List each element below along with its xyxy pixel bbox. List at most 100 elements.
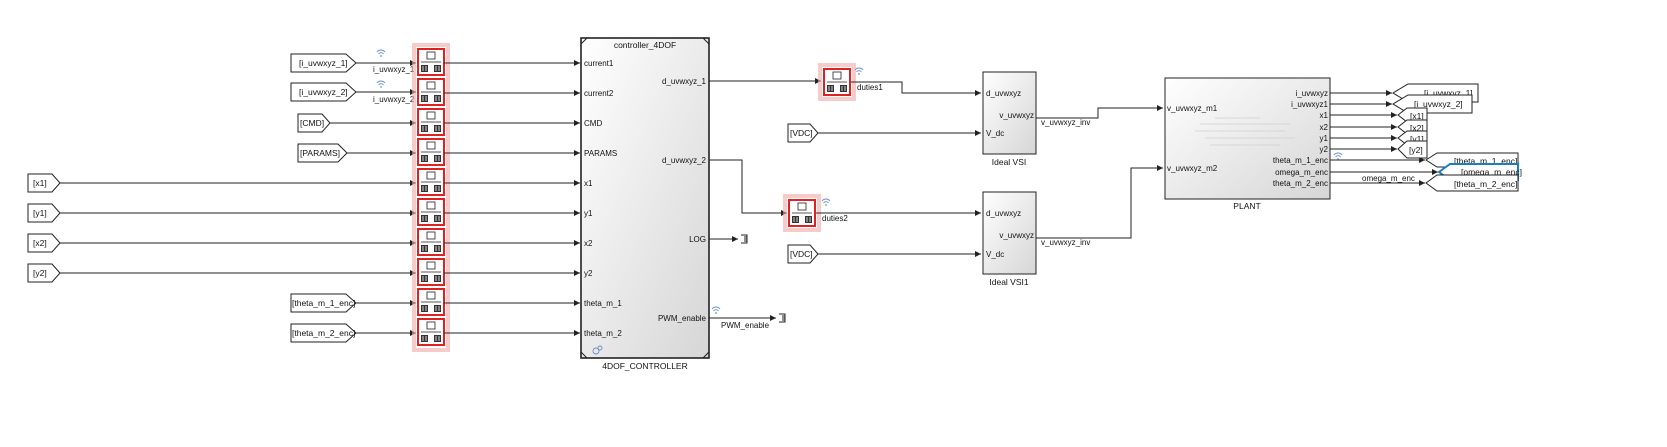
port-label: PARAMS [584, 149, 617, 158]
from-tag-label: [y1] [33, 208, 47, 218]
terminator-log[interactable] [741, 234, 748, 244]
signal-label-v-uvwxyz-inv: v_uvwxyz_inv [1041, 118, 1090, 127]
rate-transition-column[interactable] [412, 43, 450, 352]
plant-internal-preview [1195, 117, 1295, 146]
ideal-vsi1-block[interactable]: d_uvwxyz V_dc v_uvwxyz [982, 191, 1037, 275]
port-label: v_uvwxyz [999, 111, 1034, 120]
signal-label-omega-m-enc: omega_m_enc [1362, 174, 1415, 183]
from-tag-params[interactable]: [PARAMS] [297, 143, 348, 163]
rate-transition-duties2[interactable] [783, 194, 821, 232]
port-label: theta_m_1_enc [1273, 156, 1328, 165]
rate-transition-block[interactable] [417, 108, 445, 136]
from-tag-i-uvwxyz-2[interactable]: [i_uvwxyz_2] [290, 82, 357, 102]
port-label: current1 [584, 59, 614, 68]
wire-vinv-2 [1036, 165, 1163, 239]
from-tag-y1[interactable]: [y1] [27, 203, 61, 223]
signal-name: duties1 [857, 83, 883, 92]
port-label: current2 [584, 89, 614, 98]
wire-duties1 [851, 81, 981, 96]
signal-logging-icon [1333, 152, 1343, 161]
signal-label-v-uvwxyz-inv: v_uvwxyz_inv [1041, 238, 1090, 247]
rate-transition-block[interactable] [417, 78, 445, 106]
input-wires [60, 60, 416, 336]
wire-vinv-1 [1036, 105, 1163, 119]
ideal-vsi1-caption: Ideal VSI1 [989, 277, 1028, 287]
from-tag-label: [PARAMS] [300, 148, 340, 158]
port-label: V_dc [986, 129, 1004, 138]
port-label: x2 [1320, 123, 1329, 132]
rate-transition-block[interactable] [823, 68, 851, 96]
rate-transition-block[interactable] [417, 48, 445, 76]
signal-name: PWM_enable [721, 321, 770, 330]
from-tag-x1[interactable]: [x1] [27, 173, 61, 193]
goto-tag-label: [y1] [1410, 134, 1424, 144]
ideal-vsi-caption: Ideal VSI [992, 157, 1027, 167]
from-tag-i-uvwxyz-1[interactable]: [i_uvwxyz_1] [290, 53, 357, 73]
port-label: theta_m_1 [584, 299, 622, 308]
rate-transition-block[interactable] [417, 228, 445, 256]
rate-transition-block[interactable] [788, 199, 816, 227]
from-tag-label: [i_uvwxyz_1] [299, 58, 348, 68]
from-tag-theta-m-1-enc[interactable]: [theta_m_1_enc] [290, 293, 357, 313]
goto-tag-label: [x2] [1410, 123, 1424, 133]
from-tag-theta-m-2-enc[interactable]: [theta_m_2_enc] [290, 323, 357, 343]
rate-transition-block[interactable] [417, 168, 445, 196]
goto-tag-label: [y2] [1409, 145, 1423, 155]
port-label: i_uvwxyz1 [1291, 100, 1328, 109]
signal-label-duties1: duties1 [854, 67, 883, 92]
port-label: omega_m_enc [1275, 168, 1328, 177]
ideal-vsi-block[interactable]: d_uvwxyz V_dc v_uvwxyz [982, 71, 1037, 155]
from-tag-label: [i_uvwxyz_2] [299, 87, 348, 97]
port-label: v_uvwxyz [999, 231, 1034, 240]
port-label: d_uvwxyz_1 [662, 77, 707, 86]
terminator-pwm-enable[interactable] [779, 313, 786, 323]
signal-label-i-uvwxyz-2: i_uvwxyz_2 [373, 80, 415, 104]
controller-output-wires [709, 78, 821, 321]
signal-logging-icon [711, 306, 721, 315]
signal-label-pwm-enable: PWM_enable [711, 306, 770, 330]
rate-transition-block[interactable] [417, 138, 445, 166]
port-label: d_uvwxyz [986, 209, 1021, 218]
subsystem-link-icon [592, 345, 603, 355]
port-label: CMD [584, 119, 602, 128]
rate-transition-duties1[interactable] [818, 63, 856, 101]
port-label: v_uvwxyz_m1 [1167, 104, 1218, 113]
port-label: PWM_enable [658, 314, 707, 323]
goto-tag-theta-m-2-enc[interactable]: [theta_m_2_enc] [1425, 174, 1519, 192]
port-label: i_uvwxyz [1296, 89, 1328, 98]
signal-logging-icon [821, 198, 831, 207]
port-label: y1 [584, 209, 593, 218]
port-label: theta_m_2 [584, 329, 622, 338]
plant-caption: PLANT [1233, 201, 1260, 211]
port-label: d_uvwxyz [986, 89, 1021, 98]
signal-label-duties2: duties2 [821, 198, 848, 223]
rate-transition-block[interactable] [417, 318, 445, 346]
from-tag-cmd[interactable]: [CMD] [297, 113, 331, 133]
goto-tag-y2[interactable]: [y2] [1397, 140, 1428, 159]
port-label: x1 [584, 179, 593, 188]
from-tag-label: [CMD] [300, 118, 324, 128]
port-label: y2 [584, 269, 593, 278]
port-label: x2 [584, 239, 593, 248]
from-tag-y2[interactable]: [y2] [27, 263, 61, 283]
signal-name: duties2 [822, 214, 848, 223]
goto-tag-label: [i_uvwxyz_2] [1414, 99, 1463, 109]
rate-transition-block[interactable] [417, 258, 445, 286]
signal-name: i_uvwxyz_2 [373, 95, 415, 104]
from-tag-x2[interactable]: [x2] [27, 233, 61, 253]
rate-transition-block[interactable] [417, 198, 445, 226]
from-tag-vdc-1[interactable]: [VDC] [787, 123, 819, 143]
from-tag-label: [theta_m_2_enc] [292, 328, 355, 338]
rate-transition-block[interactable] [417, 288, 445, 316]
goto-tag-label: [x1] [1410, 111, 1424, 121]
port-label: V_dc [986, 250, 1004, 259]
controller-subsystem[interactable]: controller_4DOF current1 current2 CMD PA… [580, 37, 710, 359]
from-tag-vdc-2[interactable]: [VDC] [787, 244, 819, 264]
port-label: LOG [689, 235, 706, 244]
from-tag-label: [x1] [33, 178, 47, 188]
controller-input-wires [444, 60, 580, 336]
signal-logging-icon [376, 80, 386, 89]
plant-subsystem[interactable]: v_uvwxyz_m1 v_uvwxyz_m2 i_uvwxyz i_uvwxy… [1164, 77, 1331, 200]
goto-tag-label: [theta_m_1_enc] [1454, 156, 1517, 166]
